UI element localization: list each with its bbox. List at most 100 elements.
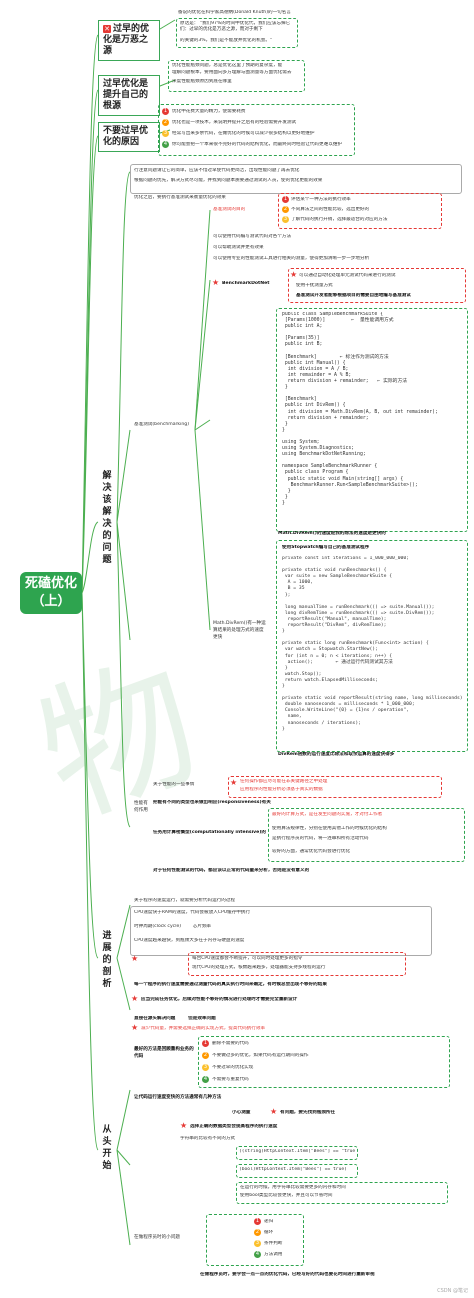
benchmarkdotnet-label[interactable]: BenchmarkDotNet (222, 281, 270, 286)
branch-start-over[interactable]: 从头开始 (102, 1125, 112, 1171)
benchmark-why-label[interactable]: 基准测试的目的 (213, 207, 246, 212)
bm-line-2: 可以帮助测试并更有效果 (213, 245, 264, 250)
why-frame (278, 193, 442, 229)
compute-frame (268, 808, 465, 862)
perf-label[interactable]: 性能有何作用 (134, 801, 148, 813)
compare-code-1: ((string)HttpContext.Item["Bees"] == "tr… (239, 1149, 355, 1154)
num-1-icon: 1 (282, 196, 289, 203)
compare-note-1: 在运行的时候，用字符串比较需要更多的内存和时间 (240, 1185, 346, 1190)
dotnet-3: 基准测试开发者能够根据项目的需要自由地编写基准测试 (296, 293, 411, 298)
branch-root-cause[interactable]: 过早优化是提升自己的根源 (98, 75, 160, 116)
perf-red-2: 应用程序的性能分析必须基于真实的数据 (240, 787, 323, 792)
compute-3: 是执行程序员的代码，将一连串和所有活动代码 (272, 836, 369, 841)
stopwatch-label[interactable]: Math.DivRem()有一种运算结果的处理方式的速度更快 (213, 621, 266, 640)
loop-frame (206, 1214, 304, 1266)
b4-intro-2: 根据问题的优先，解决方式尽可能，并找到问题本质要通过测试的人员，使的优化更能的效… (134, 178, 323, 183)
star-icon: ★ (270, 1107, 278, 1116)
num-2-icon: 2 (254, 1229, 261, 1236)
loop-4: 方法调用 (264, 1252, 283, 1257)
refactor-label[interactable]: 最好的方法是回顾重构业务的代码 (134, 1047, 194, 1059)
refactor-frame (198, 1036, 450, 1088)
b5-line-1: 关于程序的速度运行，就需要分析代码运行的过程 (134, 898, 236, 903)
num-4-icon: 4 (162, 141, 169, 148)
compare-note-frame (236, 1182, 448, 1204)
b5-box-1 (130, 906, 432, 956)
compute-1: 最好的计算方式，是在发生问题的实施，才对付工作者 (272, 812, 383, 817)
compare-code-frame-2 (236, 1164, 358, 1178)
choose-label[interactable]: 让代码运行速度变快的方法通常有几种方法 (134, 1095, 222, 1100)
compare-note-2: 使用bool类型比较会更快，并且可以节省时间 (240, 1193, 333, 1198)
choose-2: 有问题，要先找到瓶颈所在 (280, 1110, 336, 1115)
star-icon: ★ (131, 1023, 139, 1032)
dotnet-1: 可以通过自动化处理单元测试代码来进行的测试 (299, 273, 396, 278)
refactor-1: 删除不需要的代码 (212, 1041, 249, 1046)
num-3-icon: 3 (254, 1240, 261, 1247)
b3-item-1: 优化中花费大量的精力，使需要耗费 (172, 109, 246, 114)
code-frame-2 (276, 540, 468, 752)
b1-line-2: 原话是： "我们97%的时间中优化代，我们应该忘掉它们：过早的优化是万恶之源，而… (180, 21, 291, 33)
b5-line-7: 每一个程序的执行速度需要通过测量代码的真实执行时间来确定，有时候总会出现不够好的… (134, 982, 327, 987)
compare-label: 选择正确的数据类型会提高程序的执行速度 (190, 1124, 278, 1129)
bm-line-1: 可以使用代码编写测试代码对各个方法 (213, 234, 292, 239)
num-3-icon: 3 (202, 1064, 209, 1071)
b5-line-3: 时钟周期(clock cycle) 芯片频率 (134, 924, 212, 929)
compute-label[interactable]: 任务用计算密集型(computationally intensive)的 (153, 830, 266, 835)
b5-line-4: CPU速度越来越快，到瓶颈大多在于内存与硬盘的速度 (134, 938, 245, 943)
branch-dont-optimize-early[interactable]: 不要过早优化的原因 (98, 122, 160, 152)
compare-text: 字符串的比较有不同的方式 (180, 1136, 236, 1141)
refactor-2: 不要做过多的优化，如果代码有运行期间的操作 (212, 1053, 309, 1058)
compute-4: 较好的方面，通常优化代码会进行优化 (272, 849, 351, 854)
why-3: 了解代码的执行开销，选择最适合的对应的方法 (291, 217, 388, 222)
refactor-4: 不需要写重复代码 (212, 1077, 249, 1082)
compare-code-frame-1 (236, 1146, 358, 1160)
compare-code-2: (bool)HttpContext.Item["Bees"] == true) (239, 1167, 347, 1172)
b5-line-8: 应当完成任务优化，后续对性能不够好的情况进行处理时才需要完全重新设计 (141, 997, 298, 1002)
star-icon: ★ (230, 778, 238, 787)
code-block-2: private const int iterations = 1_000_000… (282, 556, 462, 732)
branch-analysis[interactable]: 进展的剖析 (102, 931, 112, 989)
star-icon: ★ (131, 994, 139, 1003)
b6-line-2: 减少代码量，并需要选择正确的实现方式，提高代码执行效率 (141, 1026, 266, 1031)
star-icon: ★ (290, 270, 298, 279)
num-2-icon: 2 (202, 1052, 209, 1059)
star-icon: ★ (131, 954, 139, 963)
dotnet-2: 使用干扰测量方式 (296, 283, 333, 288)
x-mark-icon: ✕ (103, 25, 111, 33)
code-frame-1 (276, 308, 468, 532)
why-2: 不同算法之间的性能比较，选出更好的 (291, 207, 370, 212)
loop-label[interactable]: 在做程序员时的小问题 (134, 1235, 180, 1240)
b5-line-2: CPU速度快于RAM的速度，代码会被放入CPU缓存中执行 (134, 910, 251, 915)
loop-1: 递归 (264, 1219, 274, 1224)
code-note-1: Math.DivRem()的速度是我的除法的速度是更快的 (278, 531, 386, 536)
b2-line-2: 理解问题根本，要用面向多方理解与图测量等方面优化需去 (172, 70, 292, 75)
b4-intro-1: 行注意问题请让它的简单，应该不惜过早使代码更简洁，出现性能问题了再去优化 (134, 168, 300, 173)
b5-line-5: 每台CPU速度都会不断提升，可以同时处理更多的指令 (192, 956, 303, 961)
perf-line-1: 关于性能的一些事情 (153, 782, 195, 787)
perf-line-2: 把能有不同的类型也来做出响应(responsiveness)有关 (153, 800, 271, 805)
root-topic[interactable]: 死磕优化（上） (20, 572, 82, 614)
num-1-icon: 1 (162, 108, 169, 115)
num-1-icon: 1 (254, 1218, 261, 1225)
b1-line-1: 备说的优化在科学家高德纳(Donald Knuth)的一句名言 (178, 10, 291, 15)
compute-2: 使用算法规律性，分别在使用其他工作的时候优化的结构 (272, 826, 387, 831)
dotnet-frame (288, 268, 466, 303)
star-icon: ★ (212, 278, 220, 287)
why-1: 评估某个一种方法的执行效率 (291, 197, 351, 202)
num-2-icon: 2 (282, 206, 289, 213)
benchmark-label[interactable]: 基准测试(benchmarking) (134, 422, 189, 427)
code-note-2: DivRem函数的运行速度比除法和取余运算的速度快得多 (278, 752, 395, 757)
b2-frame (168, 60, 305, 92)
branch-label: 过早优化是提升自己的根源 (103, 79, 149, 111)
b3-item-4: 你可能会把一个本来很不完好的代码的结构优化，而最终同时经验让代码更难以维护 (172, 142, 342, 147)
branch-premature-optimization[interactable]: ✕过早的优化是万恶之源 (98, 20, 160, 61)
num-4-icon: 4 (254, 1251, 261, 1258)
b1-quote-frame (176, 18, 298, 48)
loop-3: 条件判断 (264, 1241, 283, 1246)
loop-2: 循环 (264, 1230, 274, 1235)
num-3-icon: 3 (162, 130, 169, 137)
branch-label: 过早的优化是万恶之源 (103, 24, 150, 56)
choose-1: 小心测量 (232, 1110, 251, 1115)
branch-solve-problems[interactable]: 解决该解决的问题 (102, 471, 112, 565)
root-title: 死磕优化（上） (24, 576, 77, 609)
